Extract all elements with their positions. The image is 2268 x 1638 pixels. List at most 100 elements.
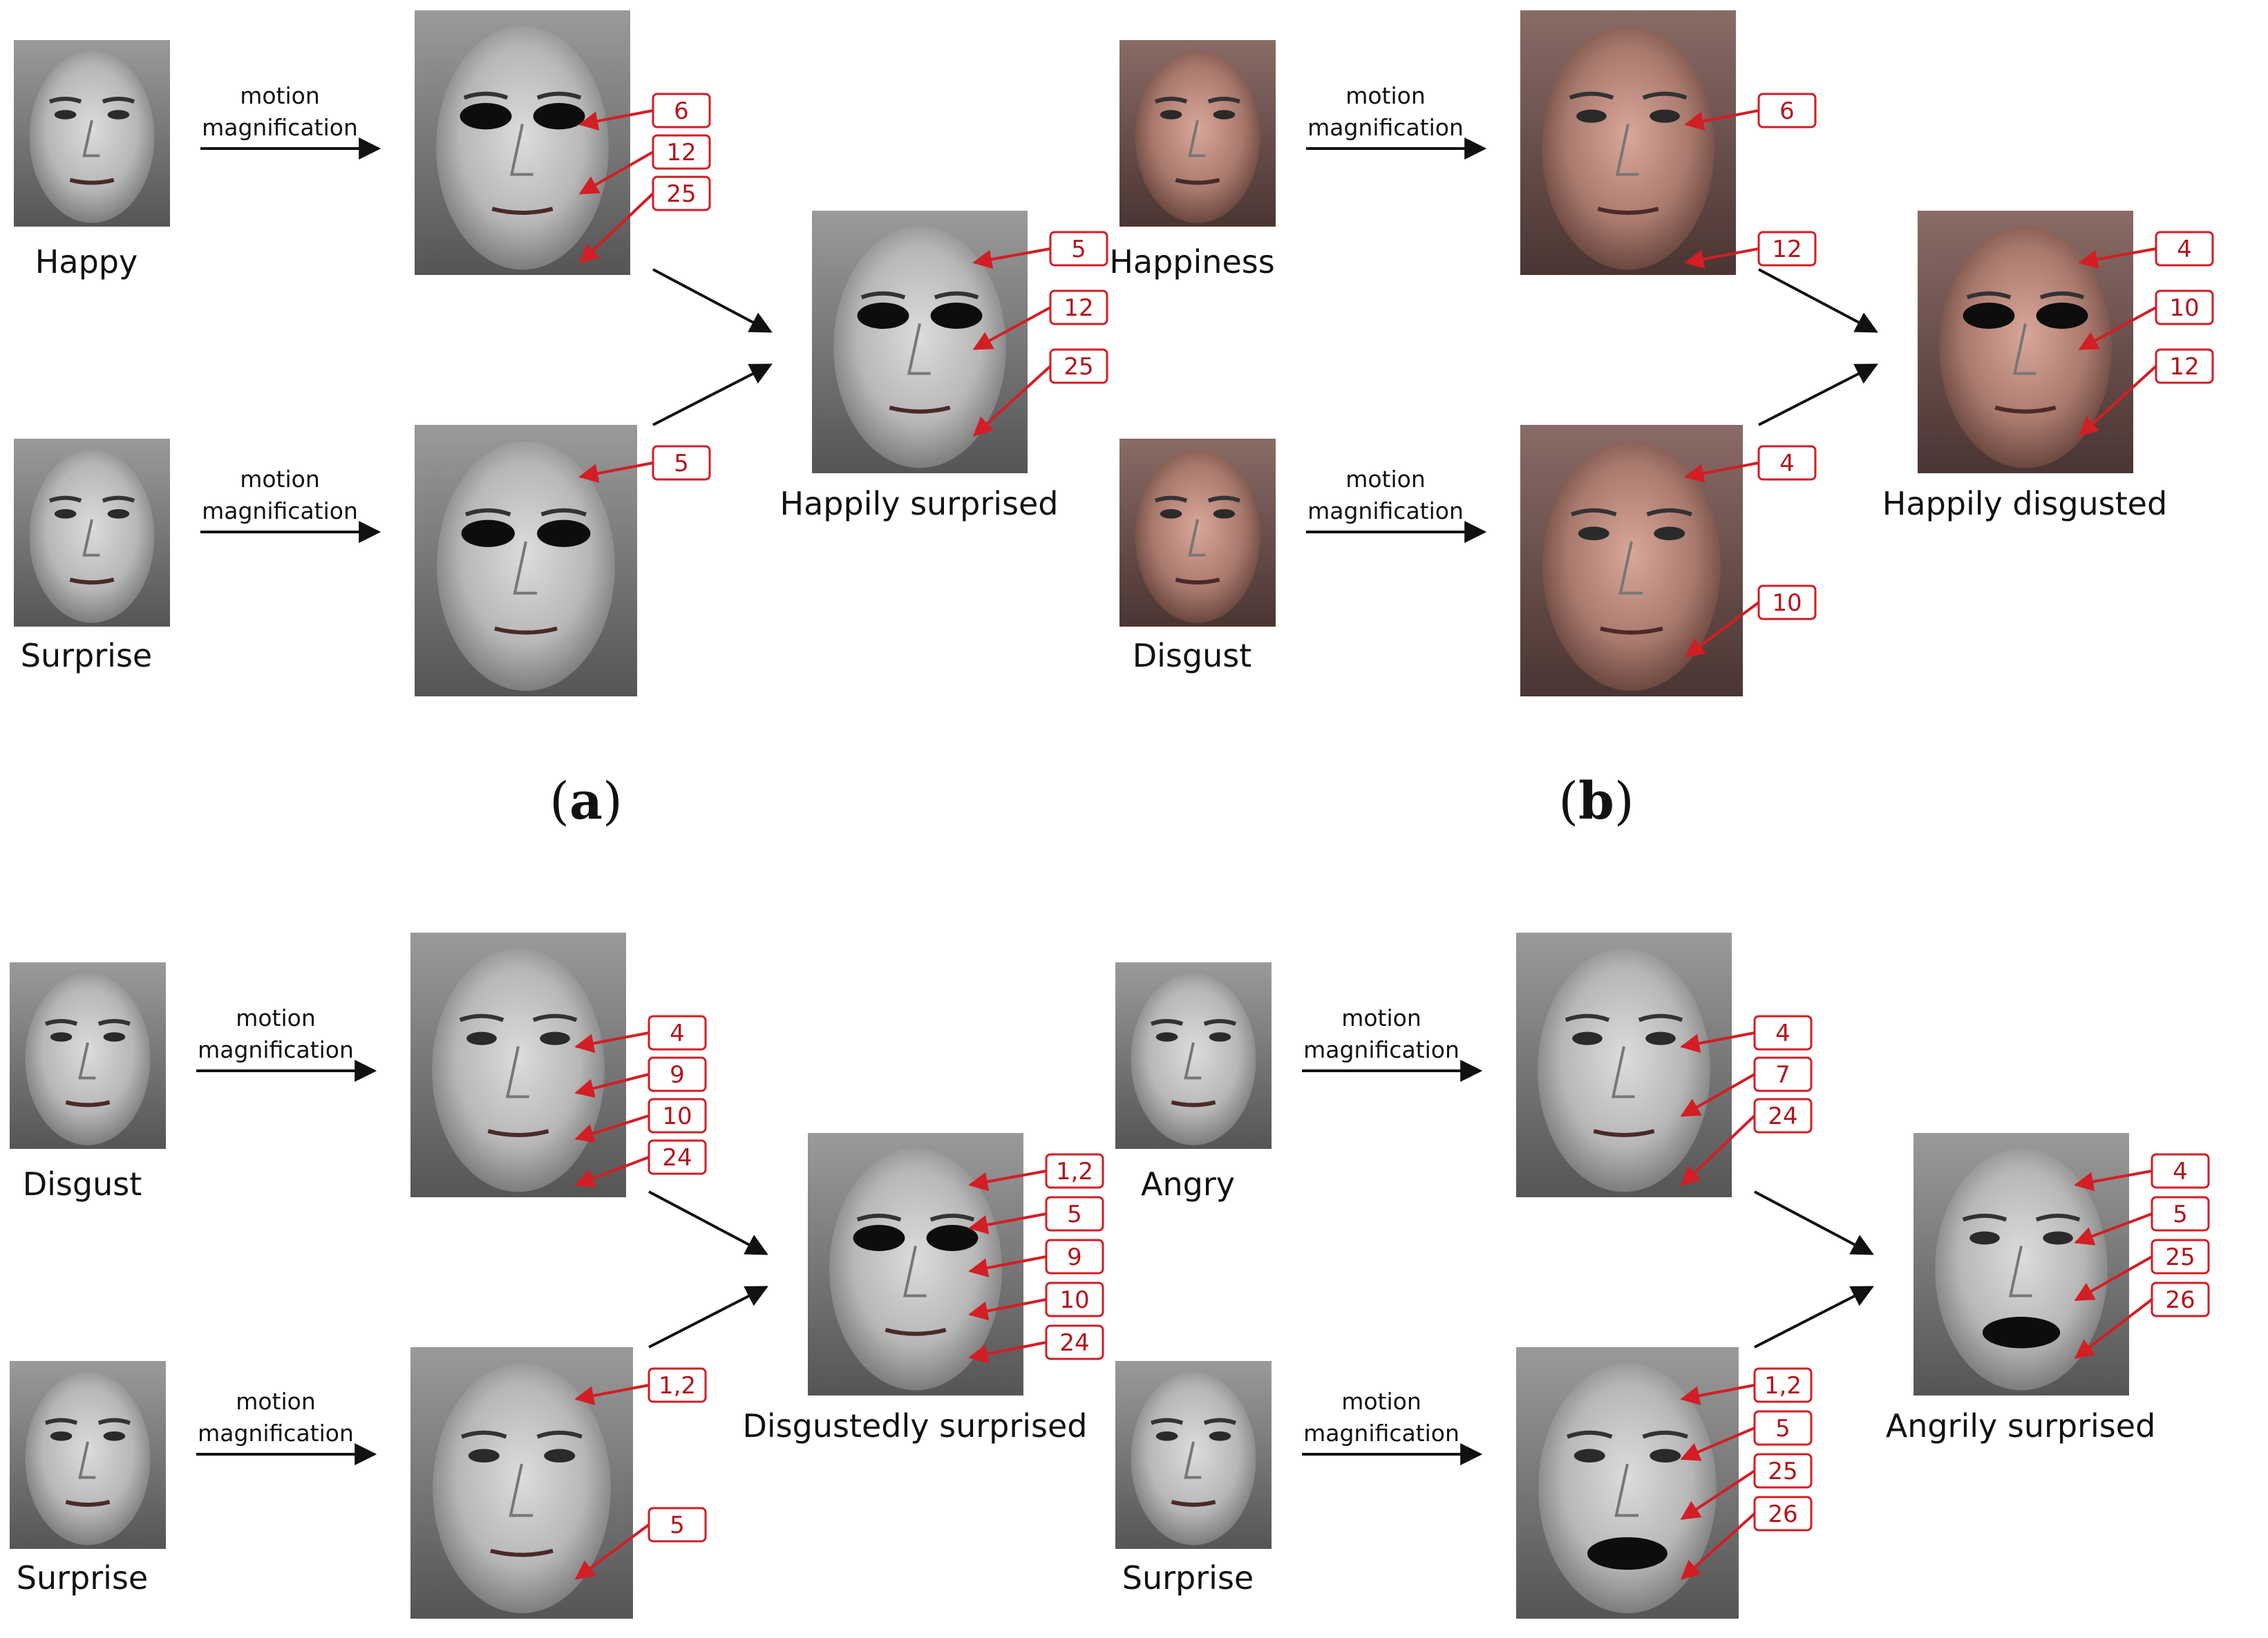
magnified-top-au-label: 25 <box>666 180 696 208</box>
compound-au-box <box>1045 1196 1104 1232</box>
compound-face <box>1913 1133 2129 1396</box>
magnified-top-au-box <box>1753 1015 1813 1051</box>
magnification-label-top: magnification <box>198 1036 354 1063</box>
original-face-top-label: Angry <box>1141 1165 1235 1203</box>
magnification-label-top: magnification <box>1303 1036 1459 1063</box>
magnified-bottom-au-arrow <box>1680 1427 1755 1461</box>
compound-au-label: 5 <box>1071 236 1086 263</box>
combine-arrow-bottom <box>1758 363 1878 426</box>
magnified-bottom-au-box <box>648 1507 707 1543</box>
magnified-bottom-au-label: 4 <box>1779 450 1795 477</box>
compound-face <box>1918 211 2133 473</box>
magnified-top-au-box <box>648 1098 707 1134</box>
compound-face-label: Happily surprised <box>780 485 1059 522</box>
original-face-top <box>14 40 170 227</box>
subfigure-label-b: (b) <box>1558 772 1634 831</box>
compound-au-label: 5 <box>2173 1201 2188 1228</box>
magnified-bottom-au-arrow <box>1680 1512 1756 1580</box>
magnified-bottom-au-label: 26 <box>1768 1501 1797 1528</box>
compound-au-arrow <box>2074 1255 2153 1302</box>
magnified-top-au-arrow <box>578 192 654 264</box>
magnified-top-au-box <box>648 1056 707 1092</box>
magnified-top-au-box <box>648 1139 707 1175</box>
motion-label-bottom: motion <box>240 466 320 493</box>
motion-label-bottom: motion <box>1345 466 1426 493</box>
compound-au-box <box>2155 289 2214 325</box>
magnified-face-bottom <box>410 1347 633 1619</box>
magnified-top-au-label: 6 <box>674 97 689 125</box>
magnified-top-au-label: 9 <box>670 1061 685 1089</box>
compound-face <box>808 1133 1023 1396</box>
magnified-top-au-box <box>652 134 711 170</box>
combine-arrow-top <box>1754 1190 1874 1255</box>
compound-au-arrow <box>2078 247 2157 269</box>
magnified-top-au-arrow <box>578 109 654 131</box>
combine-arrow-bottom <box>648 1286 768 1349</box>
magnified-top-au-arrow <box>1684 109 1759 131</box>
compound-au-label: 25 <box>1064 353 1093 381</box>
combine-arrow-top <box>652 268 773 333</box>
magnified-top-au-box <box>1757 93 1817 128</box>
original-face-bottom <box>1119 439 1276 627</box>
magnified-top-au-box <box>652 93 711 128</box>
compound-au-label: 5 <box>1067 1201 1082 1228</box>
magnified-face-bottom <box>415 425 637 696</box>
original-face-top-label: Disgust <box>23 1165 142 1203</box>
compound-au-arrow <box>968 1212 1047 1235</box>
magnified-bottom-au-arrow <box>1684 601 1760 658</box>
original-face-bottom <box>10 1361 166 1549</box>
magnified-face-bottom <box>1516 1347 1739 1619</box>
compound-au-box <box>1045 1324 1104 1360</box>
compound-au-arrow <box>2074 1212 2153 1246</box>
magnified-top-au-arrow <box>574 1156 650 1188</box>
compound-face <box>812 211 1028 473</box>
magnified-top-au-arrow <box>574 1031 650 1054</box>
magnified-top-au-label: 4 <box>670 1020 685 1047</box>
magnified-top-au-label: 24 <box>662 1144 692 1172</box>
panel-b: HappinessDisgustmotionmagnificationmotio… <box>1109 10 2214 831</box>
combine-arrow-top <box>648 1190 768 1255</box>
magnified-top-au-arrow <box>1680 1114 1756 1186</box>
compound-au-box <box>1045 1239 1104 1275</box>
magnified-top-au-label: 6 <box>1779 97 1795 125</box>
combine-arrow-bottom <box>652 363 773 426</box>
magnified-top-au-box <box>648 1015 707 1051</box>
magnified-face-top <box>1520 10 1736 275</box>
compound-au-label: 12 <box>1064 294 1093 322</box>
magnified-top-au-arrow <box>574 1114 650 1143</box>
magnified-bottom-au-box <box>1757 584 1817 620</box>
compound-au-label: 25 <box>2165 1244 2195 1271</box>
compound-au-arrow <box>2074 1170 2153 1192</box>
magnified-top-au-label: 4 <box>1775 1020 1790 1047</box>
compound-au-arrow <box>2078 306 2157 350</box>
compound-au-box <box>2151 1282 2210 1317</box>
magnified-face-bottom <box>1520 425 1743 696</box>
magnified-top-au-label: 12 <box>666 139 696 166</box>
magnified-bottom-au-box <box>1753 1410 1813 1446</box>
compound-au-label: 12 <box>2169 353 2199 381</box>
compound-au-arrow <box>968 1170 1047 1192</box>
compound-au-arrow <box>2078 365 2157 437</box>
panel-c: DisgustSurprisemotionmagnificationmotion… <box>10 933 1104 1619</box>
magnified-bottom-au-arrow <box>574 1384 650 1406</box>
magnified-top-au-arrow <box>1684 247 1759 269</box>
magnification-label-bottom: magnification <box>1303 1420 1459 1447</box>
magnified-top-au-label: 7 <box>1775 1061 1790 1089</box>
original-face-bottom-label: Surprise <box>17 1559 148 1597</box>
compound-au-box <box>2151 1239 2210 1275</box>
magnified-top-au-arrow <box>1680 1031 1755 1054</box>
magnified-top-au-arrow <box>578 151 654 195</box>
compound-au-arrow <box>972 365 1052 437</box>
magnified-top-au-arrow <box>574 1073 650 1098</box>
compound-au-box <box>2155 348 2214 384</box>
compound-au-label: 4 <box>2177 236 2192 263</box>
magnified-face-top <box>415 10 630 275</box>
magnified-top-au-label: 24 <box>1768 1103 1797 1130</box>
motion-label-bottom: motion <box>236 1388 316 1415</box>
compound-au-arrow <box>2074 1298 2153 1359</box>
magnified-bottom-au-label: 1,2 <box>1764 1372 1802 1400</box>
compound-au-box <box>1045 1282 1104 1317</box>
magnified-bottom-au-box <box>648 1367 707 1403</box>
motion-label-top: motion <box>1345 82 1426 109</box>
